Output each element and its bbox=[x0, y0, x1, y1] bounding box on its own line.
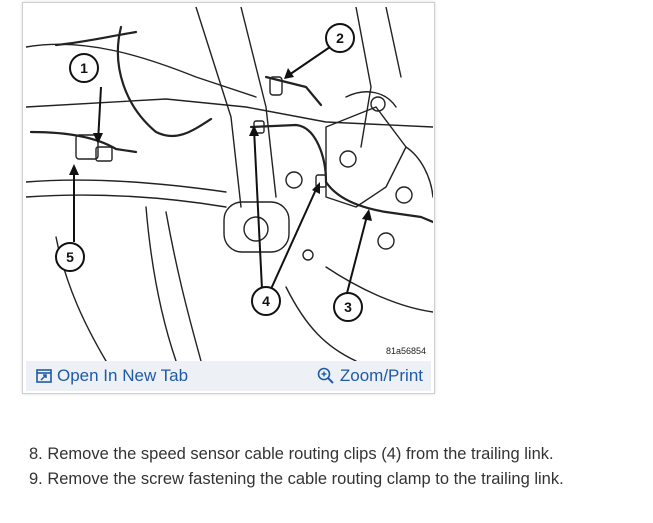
figure-id: 81a56854 bbox=[385, 346, 426, 356]
step-9: 9. Remove the screw fastening the cable … bbox=[29, 470, 564, 488]
step-8: 8. Remove the speed sensor cable routing… bbox=[29, 445, 554, 463]
figure-card: 1 2 3 4 5 81a56854 Open In New Tab bbox=[22, 2, 435, 394]
callout-3-label: 3 bbox=[344, 299, 352, 315]
callout-4-label: 4 bbox=[262, 293, 270, 309]
callout-2-label: 2 bbox=[336, 30, 344, 46]
zoom-print-label: Zoom/Print bbox=[339, 366, 423, 385]
callout-3: 3 bbox=[333, 292, 363, 322]
zoom-print-button[interactable]: Zoom/Print bbox=[317, 366, 423, 386]
callout-1: 1 bbox=[69, 53, 99, 83]
open-new-tab-icon bbox=[36, 369, 52, 383]
zoom-icon bbox=[317, 367, 334, 384]
callout-5: 5 bbox=[55, 242, 85, 272]
suspension-illustration: 1 2 3 4 5 bbox=[26, 7, 433, 361]
callout-1-label: 1 bbox=[80, 60, 88, 76]
callout-2: 2 bbox=[325, 23, 355, 53]
callout-5-label: 5 bbox=[66, 249, 74, 265]
figure-toolbar: Open In New Tab Zoom/Print bbox=[26, 361, 431, 391]
callout-4: 4 bbox=[251, 286, 281, 316]
instruction-steps: 8. Remove the speed sensor cable routing… bbox=[29, 442, 639, 492]
open-in-new-tab-button[interactable]: Open In New Tab bbox=[36, 366, 188, 386]
open-in-new-tab-label: Open In New Tab bbox=[57, 366, 189, 385]
